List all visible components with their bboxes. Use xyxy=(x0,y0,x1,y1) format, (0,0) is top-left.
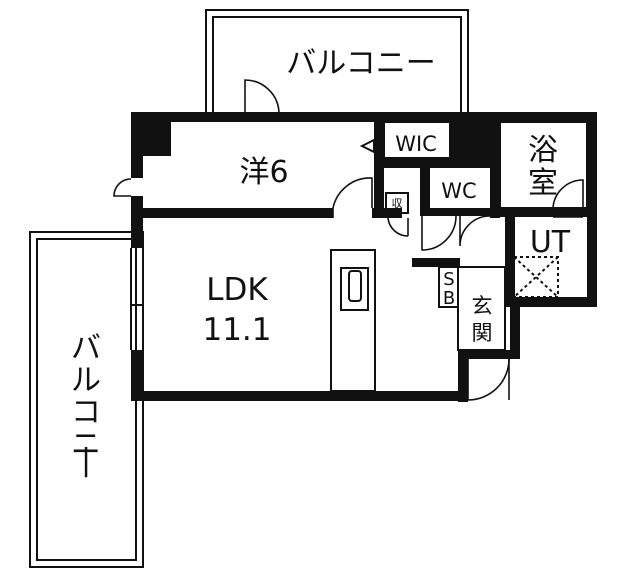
storage-label: 収 xyxy=(392,197,403,210)
svg-text:|: | xyxy=(81,443,91,478)
balcony-left xyxy=(29,231,144,568)
wc-label: WC xyxy=(441,179,476,203)
svg-text:ル: ル xyxy=(71,363,101,398)
ldk-name-label: LDK xyxy=(206,272,268,308)
bath-label-1: 浴 xyxy=(528,133,558,168)
wic-label: WIC xyxy=(395,132,437,156)
fixtures xyxy=(130,121,588,392)
ut-label: UT xyxy=(530,225,571,260)
doors xyxy=(113,79,584,401)
balcony-top-label: バルコニー xyxy=(286,46,435,81)
entrance-label-2: 関 xyxy=(472,321,493,345)
bath-label-2: 室 xyxy=(528,166,558,201)
western-room-label: 洋6 xyxy=(239,155,288,190)
sb-label-b: B xyxy=(443,288,455,309)
sb-label-s: S xyxy=(443,269,454,290)
entrance-label-1: 玄 xyxy=(472,294,493,318)
svg-text:コ: コ xyxy=(71,395,101,430)
ldk-size-label: 11.1 xyxy=(202,312,271,348)
balcony-left-label: バ ル コ ニ | xyxy=(71,331,101,478)
svg-text:バ: バ xyxy=(71,331,101,366)
interior-walls xyxy=(143,122,597,307)
svg-text:ニ: ニ xyxy=(71,427,101,462)
balcony-top xyxy=(205,9,469,115)
